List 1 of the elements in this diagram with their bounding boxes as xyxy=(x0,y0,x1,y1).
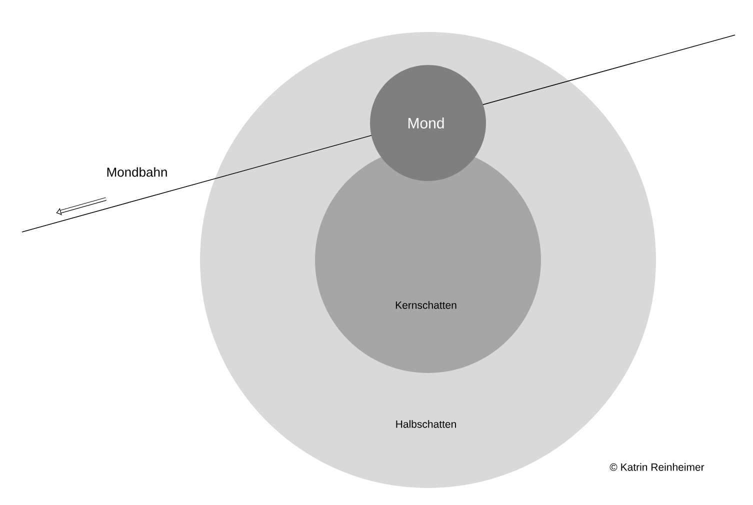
orbit-label: Mondbahn xyxy=(107,167,167,177)
